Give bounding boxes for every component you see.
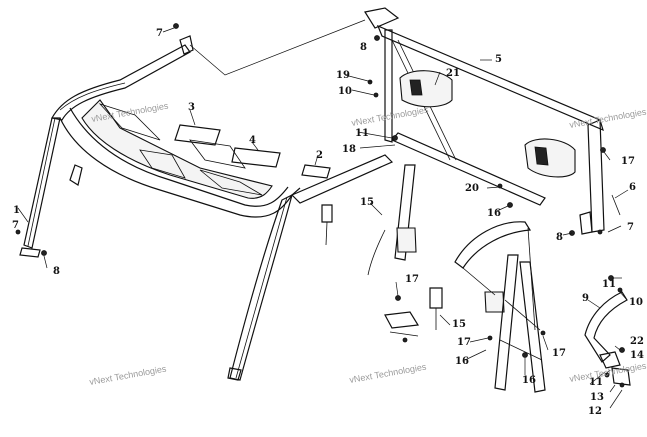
watermark-2: vNext Technologies: [351, 105, 430, 128]
callout-9: 9: [582, 293, 589, 304]
callout-15-upper: 15: [360, 197, 374, 208]
callout-12: 12: [588, 406, 602, 417]
callout-3: 3: [188, 102, 195, 113]
watermark-3: vNext Technologies: [569, 107, 647, 130]
callout-numbers: 1 2 3 4 5 6 7 7 7 8 8 8 9 10 10 11 11 11…: [12, 28, 644, 417]
callout-7-top: 7: [156, 28, 163, 39]
callout-17-left: 17: [405, 274, 419, 285]
seat-bracket: [494, 254, 546, 393]
callout-15-lower: 15: [452, 319, 466, 330]
callout-19: 19: [336, 70, 350, 81]
callout-7-right: 7: [627, 222, 634, 233]
callout-8-right: 8: [556, 232, 563, 243]
callout-21: 21: [446, 68, 460, 79]
callout-16-lower-left: 16: [455, 356, 469, 367]
anchor-plate: [384, 311, 420, 337]
front-rops-frame: [19, 35, 394, 381]
callout-13: 13: [590, 392, 604, 403]
callout-16-upper: 16: [487, 208, 501, 219]
callout-17-bracket: 17: [552, 348, 566, 359]
callout-18: 18: [342, 144, 356, 155]
callout-22: 22: [630, 336, 644, 347]
watermark-5: vNext Technologies: [349, 362, 428, 385]
callout-10-right: 10: [629, 297, 643, 308]
callout-8-left: 8: [53, 266, 60, 277]
leader-lines: [17, 27, 629, 409]
watermark-6: vNext Technologies: [569, 361, 647, 384]
callout-17-right: 17: [621, 156, 635, 167]
callout-11-upper: 11: [355, 128, 369, 139]
callout-2: 2: [316, 150, 323, 161]
callout-16-lower-right: 16: [522, 375, 536, 386]
callout-5: 5: [495, 54, 502, 65]
callout-11-right: 11: [602, 279, 616, 290]
seat-belts: [321, 164, 536, 331]
grab-handle-21: [399, 70, 576, 178]
callout-10-upper: 10: [338, 86, 352, 97]
callout-11-lower: 11: [589, 377, 603, 388]
callout-1: 1: [13, 205, 20, 216]
watermark-4: vNext Technologies: [89, 364, 168, 387]
callout-6: 6: [629, 182, 636, 193]
callout-17-mid: 17: [457, 337, 471, 348]
callout-4: 4: [249, 135, 256, 146]
callout-8-top: 8: [360, 42, 367, 53]
decals: [174, 124, 331, 179]
callout-20: 20: [465, 183, 479, 194]
callout-14: 14: [630, 350, 644, 361]
fasteners: [15, 23, 625, 388]
callout-7-left: 7: [12, 220, 19, 231]
